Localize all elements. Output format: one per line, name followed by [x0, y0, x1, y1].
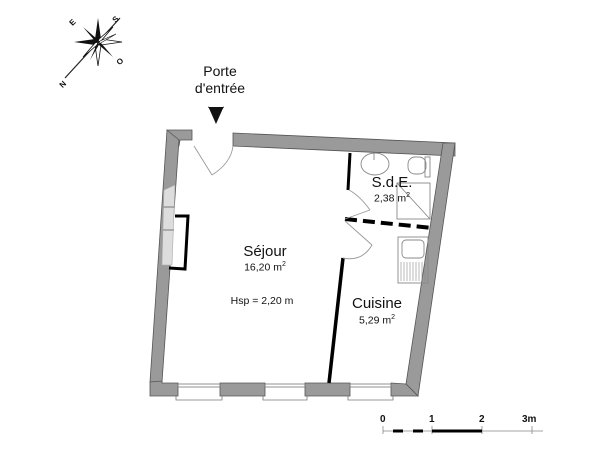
compass-rose-icon [64, 17, 123, 79]
interior-partitions [327, 152, 433, 384]
scale-tick-1: 1 [429, 414, 435, 425]
room-name-sejour: Séjour [243, 243, 287, 260]
scale-tick-2: 2 [479, 414, 485, 425]
bathroom-fixtures [360, 152, 431, 220]
room-area-cuisine: 5,29 m2 [358, 314, 395, 327]
scale-tick-0: 0 [380, 414, 386, 425]
room-name-cuisine: Cuisine [351, 295, 403, 312]
scale-bar [382, 426, 543, 434]
interior-doors [342, 189, 373, 260]
left-window [161, 184, 190, 271]
scale-tick-3m: 3m [522, 414, 537, 425]
kitchen-fixtures [397, 236, 429, 284]
exterior-walls [149, 129, 456, 397]
room-name-sde: S.d.E. [371, 174, 413, 191]
entry-label: Porte d'entrée [194, 63, 246, 96]
room-area-sde: 2,38 m2 [373, 192, 410, 205]
entry-door [193, 145, 234, 176]
room-area-sejour: 16,20 m2 [244, 261, 286, 274]
ceiling-height: Hsp = 2,20 m [230, 295, 294, 307]
windows [175, 383, 394, 401]
